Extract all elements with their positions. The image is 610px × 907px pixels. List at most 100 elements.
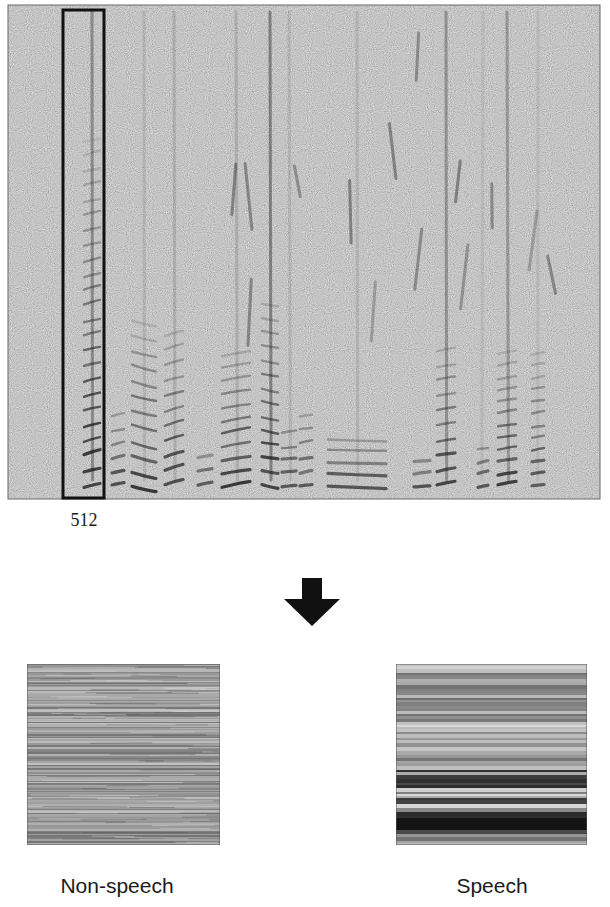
texture-row [396, 837, 587, 841]
texture-row [27, 716, 220, 718]
texture-row [396, 682, 587, 685]
harmonic-streak [414, 460, 430, 461]
texture-fiber [73, 718, 105, 719]
texture-row [27, 802, 220, 803]
texture-row [396, 727, 587, 729]
texture-fiber [152, 736, 220, 737]
texture-row [396, 743, 587, 747]
texture-fiber [43, 806, 128, 807]
texture-fiber [47, 776, 150, 777]
texture-fiber [62, 713, 141, 715]
harmonic-streak [300, 440, 312, 443]
texture-fiber [152, 824, 214, 826]
texture-row [27, 797, 220, 799]
texture-fiber [170, 728, 220, 729]
harmonic-streak [445, 12, 449, 480]
texture-row [396, 808, 587, 812]
texture-row [396, 666, 587, 669]
spectrogram-noise [8, 5, 600, 499]
texture-row [27, 754, 220, 756]
texture-row [27, 701, 220, 702]
harmonic-streak [300, 415, 312, 417]
harmonic-streak [536, 12, 539, 480]
harmonic-streak [143, 12, 147, 480]
harmonic-streak [328, 486, 386, 489]
texture-row [396, 725, 587, 727]
texture-row [27, 763, 220, 765]
texture-row [27, 726, 220, 727]
texture-row [396, 732, 587, 734]
harmonic-streak [236, 12, 237, 480]
texture-row [396, 772, 587, 775]
texture-row [396, 822, 587, 824]
harmonic-streak [415, 229, 422, 289]
texture-row [27, 778, 220, 780]
texture-row [27, 807, 220, 808]
texture-row [396, 751, 587, 755]
texture-row [27, 780, 220, 781]
texture-fiber [167, 691, 220, 693]
texture-row [396, 798, 587, 800]
harmonic-streak [245, 164, 252, 230]
texture-row [396, 673, 587, 675]
spectrogram-border [8, 5, 600, 499]
texture-fiber [91, 689, 139, 690]
texture-row [27, 810, 220, 811]
texture-row [27, 702, 220, 704]
texture-fiber [129, 676, 177, 678]
texture-fiber [217, 771, 220, 773]
harmonic-streak [529, 211, 537, 270]
texture-row [27, 783, 220, 785]
texture-border [396, 664, 587, 845]
texture-row [27, 677, 220, 679]
texture-fiber [92, 673, 160, 675]
non-speech-texture [27, 664, 220, 845]
texture-fiber [28, 671, 116, 672]
texture-fiber [160, 828, 210, 830]
texture-row [27, 714, 220, 716]
harmonic-streak [112, 413, 124, 416]
harmonic-streak [174, 12, 175, 480]
harmonic-streak [262, 485, 278, 489]
harmonic-streak [456, 161, 461, 202]
harmonic-streak [112, 483, 124, 485]
texture-row [27, 679, 220, 681]
texture-row [396, 714, 587, 716]
texture-fiber [139, 666, 220, 667]
texture-row [27, 803, 220, 804]
texture-fiber [193, 745, 220, 746]
texture-row [396, 800, 587, 804]
texture-row [27, 832, 220, 834]
harmonic-streak [222, 482, 250, 488]
texture-row [396, 691, 587, 695]
texture-row [27, 705, 220, 706]
texture-row [27, 707, 220, 709]
texture-row [27, 706, 220, 707]
texture-fiber [43, 667, 135, 669]
harmonic-streak [356, 12, 360, 480]
harmonic-streak [132, 486, 156, 491]
texture-fiber [110, 754, 196, 755]
texture-row [396, 785, 587, 788]
window-size: 512 [71, 510, 98, 532]
texture-fiber [129, 807, 175, 808]
texture-row [27, 688, 220, 690]
texture-row [396, 824, 587, 826]
texture-row [396, 796, 587, 798]
texture-row [27, 718, 220, 719]
texture-fiber [175, 842, 220, 843]
texture-row [396, 758, 587, 761]
texture-row [396, 830, 587, 834]
texture-fiber [164, 761, 220, 762]
texture-row [396, 685, 587, 689]
texture-fiber [130, 731, 194, 733]
texture-fiber [71, 680, 148, 681]
texture-row [27, 772, 220, 774]
texture-row [27, 765, 220, 766]
harmonic-streak [300, 458, 312, 460]
texture-row [27, 758, 220, 759]
harmonic-streak [490, 184, 493, 228]
texture-fiber [202, 752, 220, 753]
texture-row [27, 686, 220, 687]
